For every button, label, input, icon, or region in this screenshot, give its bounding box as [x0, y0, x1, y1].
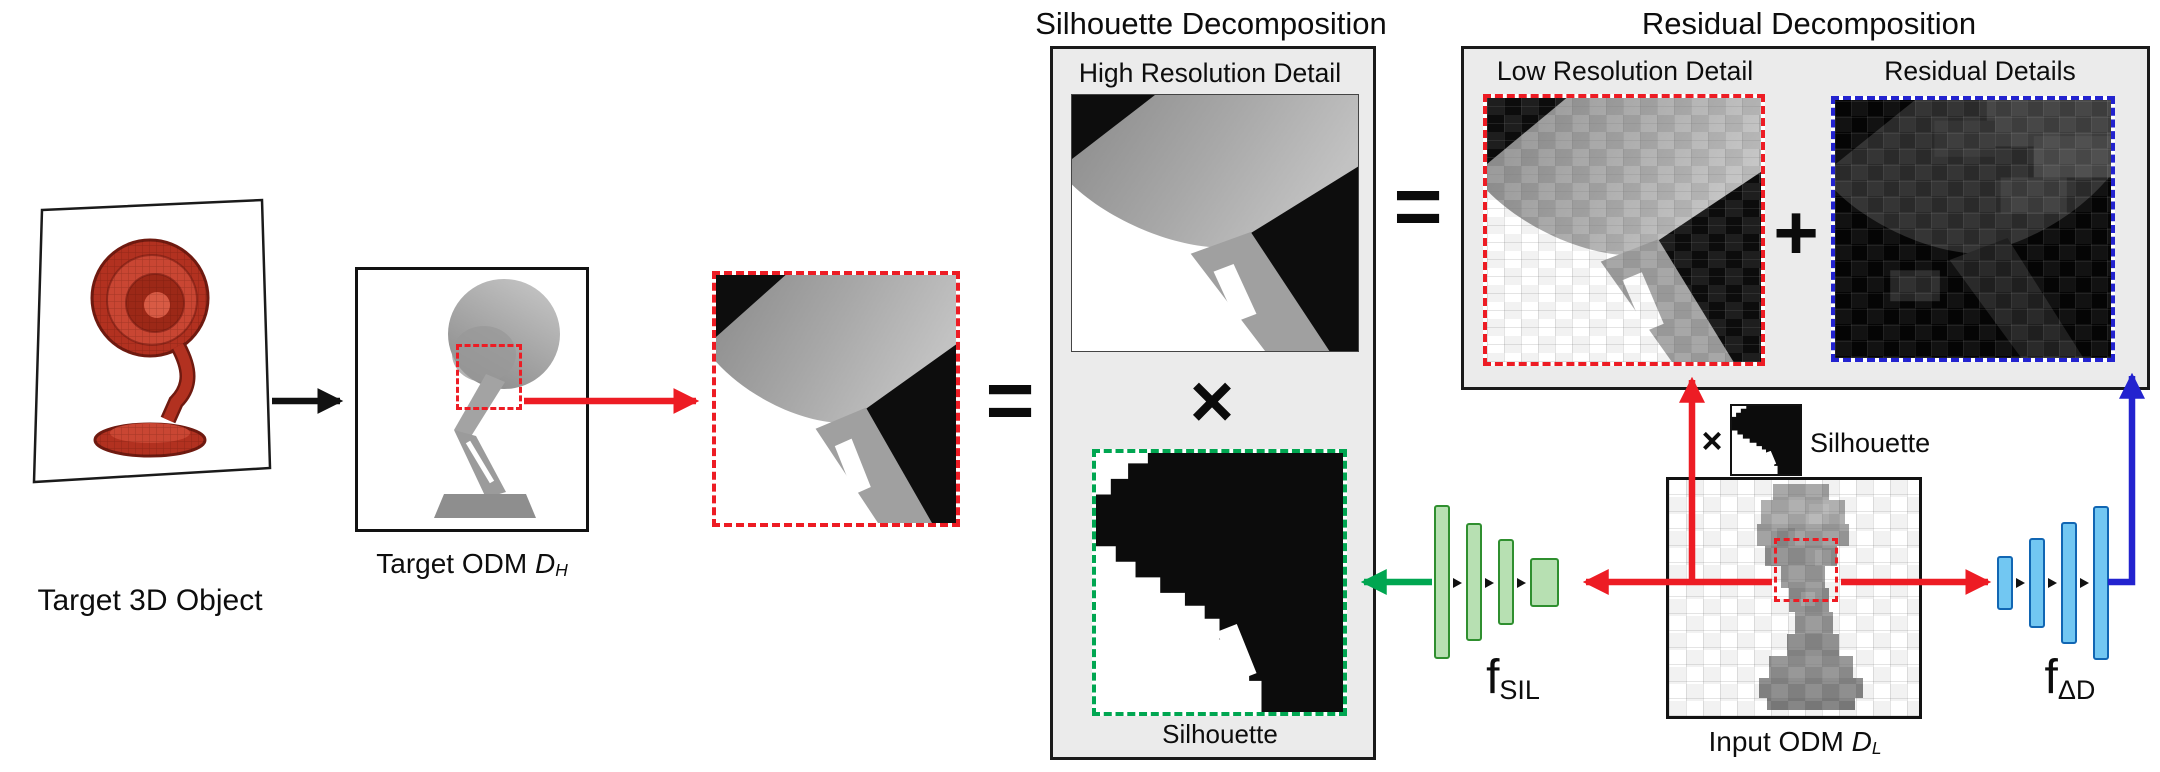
odm-lamp-base — [434, 494, 536, 518]
target-odm-variable: D — [534, 548, 556, 579]
high-resolution-detail-label: High Resolution Detail — [1078, 58, 1342, 88]
target-odm-crop-box — [456, 344, 522, 410]
zoomed-detail-box — [712, 271, 960, 527]
input-odm-image — [1669, 480, 1919, 716]
residual-details-label: Residual Details — [1884, 56, 2076, 86]
residual-decomposition-title: Residual Decomposition — [1641, 6, 1977, 41]
silhouette-thumbnail — [1730, 404, 1802, 476]
input-odm-variable: D — [1851, 726, 1872, 757]
target-3d-object-label: Target 3D Object — [37, 584, 263, 617]
residual-details-image — [1831, 96, 2115, 362]
f-sil-network — [1434, 505, 1559, 659]
multiply-sign: × — [1189, 359, 1235, 444]
input-odm-lamp — [1757, 484, 1863, 710]
input-odm-subscript: L — [1871, 738, 1882, 759]
f-delta-d-base: f — [2044, 651, 2058, 704]
target-3d-object-render — [32, 198, 272, 484]
input-odm-label-text: Input ODM — [1708, 726, 1852, 757]
lamp-arm — [162, 343, 193, 423]
equals-sign-panels: = — [1393, 159, 1443, 253]
high-resolution-detail-image — [1071, 94, 1359, 352]
input-odm-label: Input ODM DL — [1655, 726, 1935, 759]
f-sil-base: f — [1486, 651, 1500, 704]
mask-silhouette-label: Silhouette — [1810, 428, 1931, 458]
target-odm-label: Target ODM DH — [355, 548, 589, 581]
f-sil-subscript: SIL — [1499, 674, 1540, 705]
f-sil-label: fSIL — [1448, 650, 1578, 706]
target-odm-subscript: H — [555, 560, 568, 581]
low-resolution-detail-label: Low Resolution Detail — [1496, 56, 1754, 86]
low-resolution-detail-image — [1483, 94, 1765, 366]
plus-sign: + — [1773, 188, 1819, 276]
silhouette-decomposition-title: Silhouette Decomposition — [1035, 6, 1387, 41]
f-delta-d-label: fΔD — [2000, 650, 2140, 706]
lamp-3d-model — [90, 238, 210, 458]
odm-lamp-arm-upper — [454, 374, 505, 438]
target-odm-label-text: Target ODM — [376, 548, 535, 579]
silhouette-image — [1092, 449, 1347, 716]
mask-multiply-sign: × — [1701, 420, 1723, 461]
f-delta-d-subscript: ΔD — [2057, 674, 2096, 705]
f-delta-d-network — [1997, 506, 2109, 660]
silhouette-caption: Silhouette — [1162, 719, 1278, 749]
input-odm-crop-box — [1774, 538, 1838, 602]
equals-sign-detail: = — [985, 353, 1035, 447]
